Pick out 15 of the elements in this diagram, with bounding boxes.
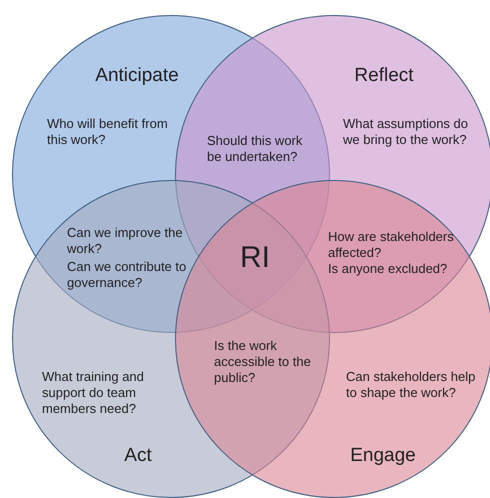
circle-heading: Engage [349,445,417,467]
circle-question: What training and support do team members need? [42,369,145,417]
circle-question: What assumptions do we bring to the work? [343,116,470,148]
overlap-question: How are stakeholders affected? [328,229,455,261]
circle-heading: Anticipate [94,65,180,87]
circle-question: Who will benefit from this work? [47,116,169,148]
overlap-question: Can we contribute to governance? [67,259,188,291]
circle-heading: Reflect [353,65,415,87]
overlap-question: Is anyone excluded? [328,261,448,277]
circle-question: Can stakeholders help to shape the work? [346,369,476,401]
overlap-question: Should this work be undertaken? [207,133,304,165]
circle-heading: Act [123,445,153,467]
center-label: RI [240,240,271,276]
overlap-question: Can we improve the work? [67,225,184,257]
overlap-question: Is the work accessible to the public? [214,338,312,386]
